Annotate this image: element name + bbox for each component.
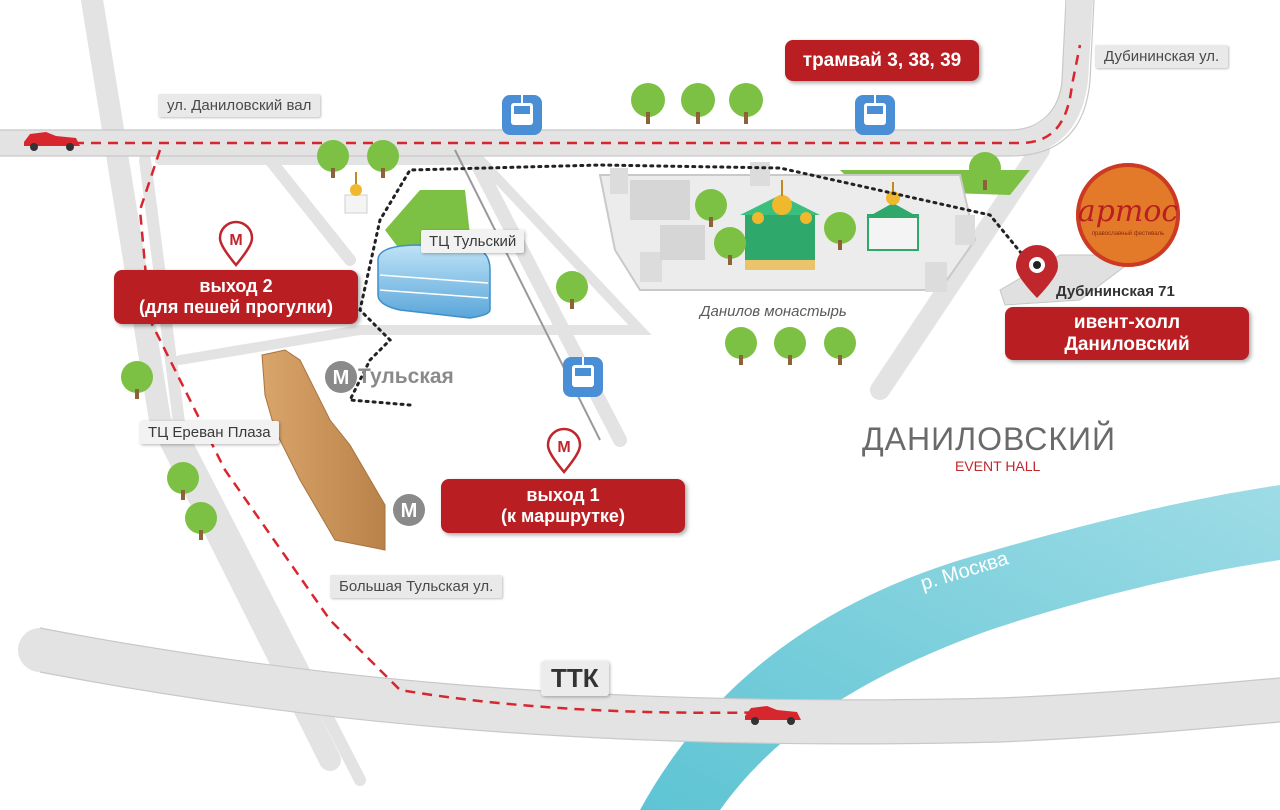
venue-name-line2: Даниловский [1064, 333, 1190, 355]
tree-icon [714, 227, 746, 265]
walk-route [347, 163, 1037, 407]
monastery-label: Данилов монастырь [700, 303, 847, 320]
tree-icon [185, 502, 217, 540]
tree-icon [695, 189, 727, 227]
artos-logo-word: артос [1077, 193, 1179, 229]
venue-title: ДАНИЛОВСКИЙ [862, 421, 1117, 457]
tram-icon [563, 357, 603, 397]
svg-text:M: M [229, 232, 242, 249]
tree-icon [774, 327, 806, 365]
exit-2-note: (для пешей прогулки) [139, 297, 333, 317]
metro-pin-icon: M [218, 220, 254, 267]
tree-icon [556, 271, 588, 309]
tram-routes-label: трамвай 3, 38, 39 [785, 40, 979, 81]
tc-tulsky-building [377, 244, 491, 319]
exit-1-title: выход 1 [526, 485, 600, 506]
tree-icon [824, 327, 856, 365]
exit-1-note: (к маршрутке) [501, 506, 625, 526]
tc-tulsky-label: ТЦ Тульский [421, 230, 525, 253]
tree-icon [681, 83, 715, 124]
tram-icon [502, 95, 542, 135]
metro-pin-icon: M [546, 427, 582, 474]
exit-2-label: выход 2 (для пешей прогулки) [114, 270, 358, 324]
tree-icon [167, 462, 199, 500]
svg-text:M: M [557, 439, 570, 456]
exit-2-title: выход 2 [199, 276, 273, 297]
tree-icon [121, 361, 153, 399]
location-pin-icon [1016, 245, 1058, 298]
tree-icon [729, 83, 763, 124]
cathedral [740, 180, 820, 270]
tree-icon [969, 152, 1001, 190]
road-edges [0, 0, 1280, 745]
tree-icon [824, 212, 856, 250]
tram-icon [855, 95, 895, 135]
car-icon [24, 132, 80, 151]
street-label-dubininskaya: Дубининская ул. [1095, 45, 1229, 68]
artos-logo-caption: православный фестиваль [1091, 230, 1165, 237]
river [640, 485, 1280, 810]
street-label-danilovsky-val: ул. Даниловский вал [158, 94, 321, 117]
venue-subtitle: EVENT HALL [955, 458, 1041, 474]
car-icon [745, 706, 801, 725]
svg-text:M: M [401, 500, 418, 522]
car-route-left [138, 149, 781, 715]
venue-name-line1: ивент-холл [1073, 311, 1181, 333]
tram-routes-text: трамвай 3, 38, 39 [802, 49, 962, 71]
venue-address: Дубининская 71 [1056, 283, 1175, 300]
tree-icon [367, 140, 399, 178]
metro-m-icon: M [325, 361, 357, 393]
tree-icon [631, 83, 665, 124]
metro-m-icon: M [393, 494, 425, 526]
street-label-ttk: ТТК [541, 661, 609, 696]
chapel-left [344, 172, 368, 214]
venue-name-label: ивент-холл Даниловский [1005, 307, 1249, 360]
exit-1-label: выход 1 (к маршрутке) [441, 479, 685, 533]
artos-logo: артос православный фестиваль [1076, 163, 1180, 267]
small-church [866, 182, 920, 251]
tree-icon [317, 140, 349, 178]
metro-station-label: Тульская [358, 365, 454, 388]
street-label-bolshaya-tulskaya: Большая Тульская ул. [330, 575, 503, 598]
svg-text:M: M [333, 367, 350, 389]
tree-icon [725, 327, 757, 365]
car-route [40, 44, 1082, 145]
tc-erevan-label: ТЦ Ереван Плаза [140, 421, 279, 444]
